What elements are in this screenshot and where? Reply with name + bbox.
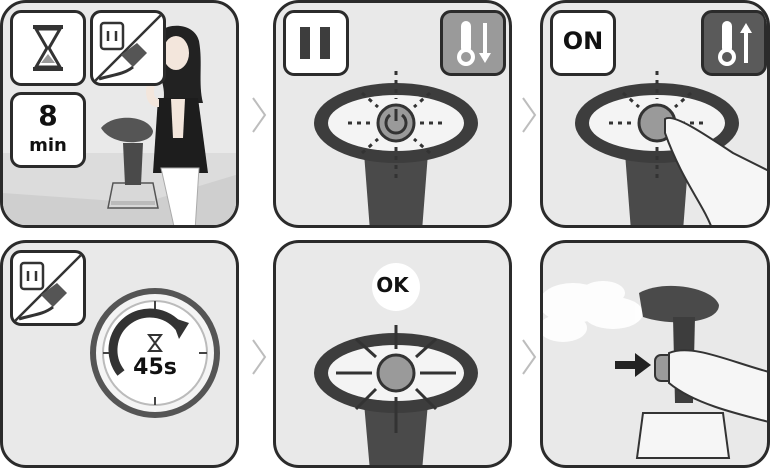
arrow-right-icon [615, 353, 651, 377]
pause-icon [286, 13, 346, 73]
hourglass-badge [10, 10, 86, 86]
thermometer-up-icon [704, 13, 764, 73]
time-unit: min [13, 135, 83, 156]
time-badge: 8 min [10, 92, 86, 168]
steam-cloud [543, 281, 643, 342]
on-badge: ON [550, 10, 616, 76]
step-arrow-icon [250, 337, 268, 377]
ok-label: OK [276, 273, 509, 297]
unplug-icon [93, 13, 163, 83]
unplug-badge [90, 10, 166, 86]
unplug-icon [13, 253, 83, 323]
step-6-illustration [543, 243, 770, 468]
step-arrow-icon [250, 95, 268, 135]
step-1-panel: 8 min [0, 0, 239, 228]
step-5-panel: OK [273, 240, 512, 468]
thermometer-down-icon [443, 13, 503, 73]
on-label: ON [553, 27, 613, 55]
temp-down-badge [440, 10, 506, 76]
pause-badge [283, 10, 349, 76]
step-6-panel [540, 240, 770, 468]
time-value: 8 [13, 99, 83, 132]
step-2-panel [273, 0, 512, 228]
step-arrow-icon [520, 337, 538, 377]
unplug-badge-2 [10, 250, 86, 326]
step-arrow-icon [520, 95, 538, 135]
temp-up-badge [701, 10, 767, 76]
timer-value: 45s [115, 355, 195, 380]
step-4-panel: 45s [0, 240, 239, 468]
step-3-panel: ON [540, 0, 770, 228]
hourglass-icon [13, 13, 83, 83]
